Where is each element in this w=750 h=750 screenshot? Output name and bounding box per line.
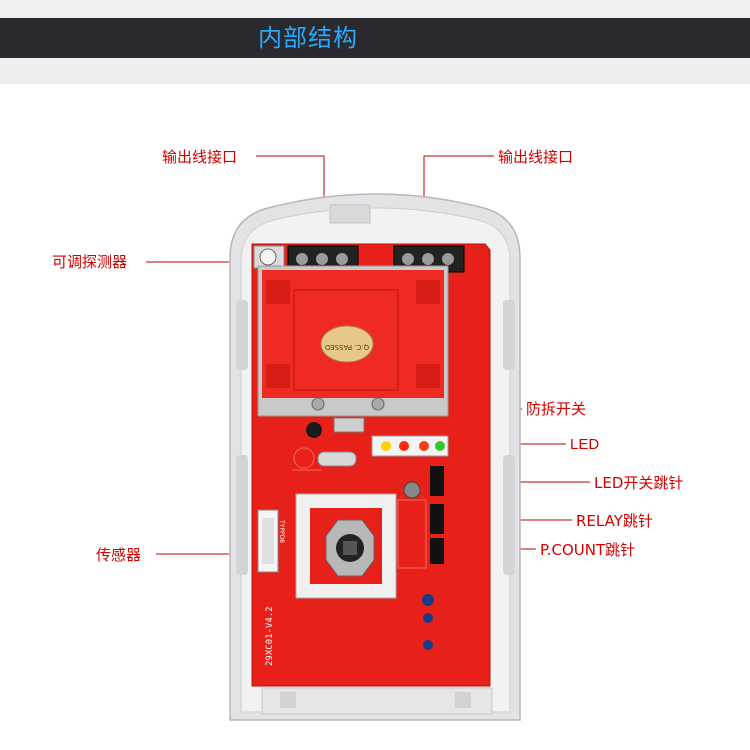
pcount-jumper — [430, 538, 444, 564]
leds — [371, 435, 449, 457]
label-relay-jumper: RELAY跳针 — [576, 512, 653, 530]
model-code: 29XC01-V4.2 — [265, 606, 275, 666]
qc-sticker-text: Q.C. PASSED — [325, 343, 369, 351]
crystal — [317, 451, 357, 467]
led-jumper — [430, 466, 444, 496]
sub-strip — [0, 58, 750, 84]
label-adjustable-detector: 可调探测器 — [52, 253, 128, 271]
microwave-module: Q.C. PASSED — [257, 265, 449, 417]
header-bar: 内部结构 — [0, 18, 750, 58]
label-led: LED — [570, 436, 600, 453]
qc-sticker — [320, 325, 374, 363]
tamper-switch — [306, 417, 365, 438]
label-sensor: 传感器 — [96, 546, 142, 564]
label-output-left: 输出线接口 — [162, 148, 238, 166]
led-red-2 — [419, 441, 429, 451]
jumpers — [397, 466, 444, 569]
led-green — [435, 441, 445, 451]
pir-sensor — [295, 493, 397, 599]
page-title: 内部结构 — [258, 24, 358, 52]
sensor-part: TYPPD8 — [257, 509, 285, 573]
relay-jumper — [430, 504, 444, 534]
top-strip — [0, 0, 750, 18]
sensor-part-text: TYPPD8 — [278, 519, 285, 543]
label-led-jumper: LED开关跳针 — [594, 474, 684, 492]
label-pcount-jumper: P.COUNT跳针 — [540, 541, 636, 559]
adjustable-detector — [253, 245, 285, 269]
led-red — [399, 441, 409, 451]
label-tamper-switch: 防拆开关 — [526, 400, 587, 418]
label-output-right: 输出线接口 — [498, 148, 574, 166]
led-yellow — [381, 441, 391, 451]
capacitors — [422, 594, 434, 650]
